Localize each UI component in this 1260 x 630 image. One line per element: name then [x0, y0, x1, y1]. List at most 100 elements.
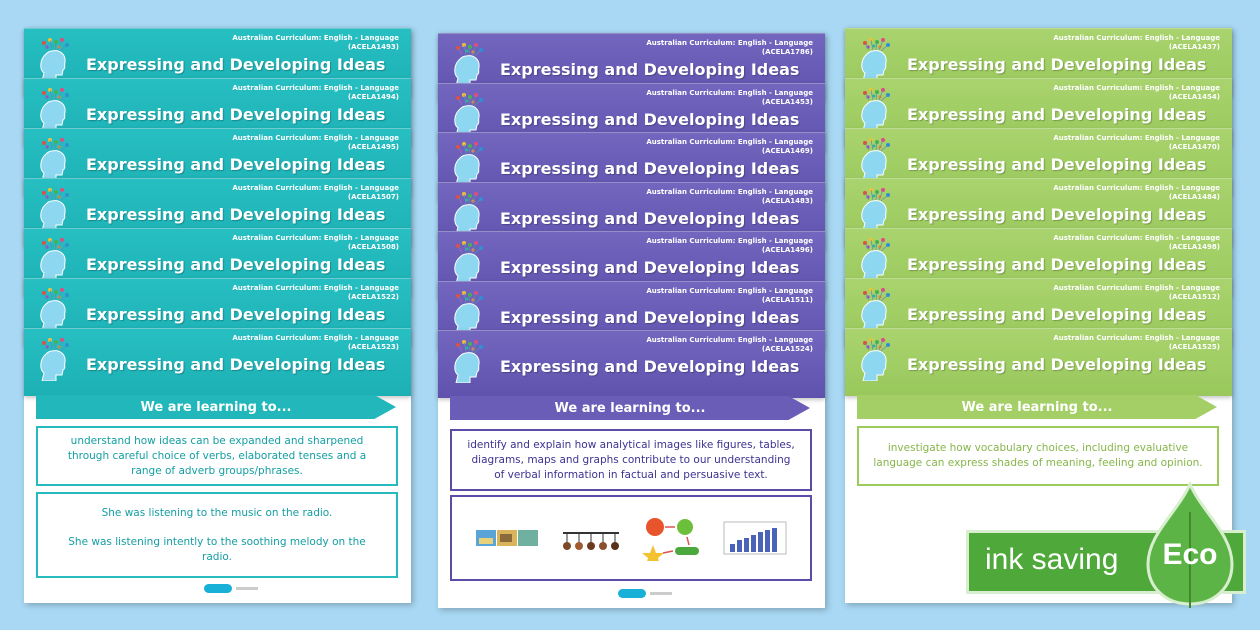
curriculum-code: (ACELA1484) — [1168, 193, 1220, 201]
curriculum-label: Australian Curriculum: English - Languag… — [646, 237, 813, 245]
strip-title: Expressing and Developing Ideas — [907, 205, 1207, 224]
strip-title: Expressing and Developing Ideas — [500, 209, 800, 228]
poster-teal: Australian Curriculum: English - Languag… — [24, 28, 411, 603]
curriculum-code: (ACELA1523) — [347, 343, 399, 351]
strip-title: Expressing and Developing Ideas — [86, 105, 386, 124]
head-profile-icon — [859, 187, 893, 231]
curriculum-code: (ACELA1524) — [761, 345, 813, 353]
strip-title: Expressing and Developing Ideas — [86, 305, 386, 324]
head-profile-icon — [38, 187, 72, 231]
curriculum-code: (ACELA1470) — [1168, 143, 1220, 151]
curriculum-label: Australian Curriculum: English - Languag… — [646, 89, 813, 97]
strip-title: Expressing and Developing Ideas — [500, 357, 800, 376]
curriculum-code: (ACELA1498) — [1168, 243, 1220, 251]
bar-chart-icon — [723, 521, 787, 555]
curriculum-code: (ACELA1437) — [1168, 43, 1220, 51]
strip-title: Expressing and Developing Ideas — [86, 155, 386, 174]
curriculum-label: Australian Curriculum: English - Languag… — [646, 188, 813, 196]
curriculum-label: Australian Curriculum: English - Languag… — [232, 134, 399, 142]
learning-objective: identify and explain how analytical imag… — [450, 429, 812, 491]
curriculum-label: Australian Curriculum: English - Languag… — [1053, 134, 1220, 142]
strip-title: Expressing and Developing Ideas — [907, 155, 1207, 174]
curriculum-label: Australian Curriculum: English - Languag… — [232, 84, 399, 92]
head-profile-icon — [859, 137, 893, 181]
curriculum-label: Australian Curriculum: English - Languag… — [646, 39, 813, 47]
poster-page: Australian Curriculum: English - Languag… — [438, 33, 825, 608]
curriculum-label: Australian Curriculum: English - Languag… — [1053, 184, 1220, 192]
curriculum-label: Australian Curriculum: English - Languag… — [232, 234, 399, 242]
strip-title: Expressing and Developing Ideas — [500, 110, 800, 129]
head-profile-icon — [859, 37, 893, 81]
curriculum-label: Australian Curriculum: English - Languag… — [1053, 234, 1220, 242]
curriculum-label: Australian Curriculum: English - Languag… — [646, 336, 813, 344]
head-profile-icon — [452, 240, 486, 284]
poster-green: Australian Curriculum: English - Languag… — [845, 28, 1232, 603]
curriculum-code: (ACELA1469) — [761, 147, 813, 155]
example-sentence: She was listening intently to the soothi… — [68, 535, 366, 563]
head-profile-icon — [38, 137, 72, 181]
curriculum-code: (ACELA1494) — [347, 93, 399, 101]
curriculum-label: Australian Curriculum: English - Languag… — [1053, 334, 1220, 342]
curriculum-code: (ACELA1512) — [1168, 293, 1220, 301]
poster-purple: Australian Curriculum: English - Languag… — [438, 33, 825, 608]
curriculum-code: (ACELA1507) — [347, 193, 399, 201]
curriculum-code: (ACELA1496) — [761, 246, 813, 254]
twinkl-logo-icon — [203, 584, 258, 593]
curriculum-code: (ACELA1511) — [761, 296, 813, 304]
title-strip: Australian Curriculum: English - Languag… — [438, 83, 825, 151]
title-strip: Australian Curriculum: English - Languag… — [24, 328, 411, 396]
strip-title: Expressing and Developing Ideas — [86, 205, 386, 224]
curriculum-label: Australian Curriculum: English - Languag… — [646, 287, 813, 295]
strip-title: Expressing and Developing Ideas — [500, 308, 800, 327]
ink-saving-label: ink saving — [985, 543, 1119, 576]
learning-banner: We are learning to... — [450, 396, 810, 420]
head-profile-icon — [38, 337, 72, 381]
strip-title: Expressing and Developing Ideas — [86, 355, 386, 374]
learning-objective: investigate how vocabulary choices, incl… — [857, 426, 1219, 486]
head-profile-icon — [859, 237, 893, 281]
head-profile-icon — [452, 290, 486, 334]
head-profile-icon — [452, 92, 486, 136]
curriculum-code: (ACELA1453) — [761, 98, 813, 106]
curriculum-label: Australian Curriculum: English - Languag… — [1053, 284, 1220, 292]
strip-title: Expressing and Developing Ideas — [500, 159, 800, 178]
poster-page: Australian Curriculum: English - Languag… — [845, 28, 1232, 603]
curriculum-code: (ACELA1525) — [1168, 343, 1220, 351]
strip-title: Expressing and Developing Ideas — [500, 258, 800, 277]
strip-title: Expressing and Developing Ideas — [907, 105, 1207, 124]
curriculum-code: (ACELA1454) — [1168, 93, 1220, 101]
leaf-drop-icon: Eco — [1142, 480, 1238, 610]
example-box: She was listening to the music on the ra… — [36, 492, 398, 578]
curriculum-label: Australian Curriculum: English - Languag… — [232, 184, 399, 192]
curriculum-label: Australian Curriculum: English - Languag… — [232, 34, 399, 42]
curriculum-code: (ACELA1493) — [347, 43, 399, 51]
head-profile-icon — [38, 87, 72, 131]
curriculum-label: Australian Curriculum: English - Languag… — [1053, 84, 1220, 92]
curriculum-label: Australian Curriculum: English - Languag… — [232, 284, 399, 292]
head-profile-icon — [38, 287, 72, 331]
head-profile-icon — [452, 42, 486, 86]
head-profile-icon — [38, 37, 72, 81]
curriculum-code: (ACELA1786) — [761, 48, 813, 56]
title-strip: Australian Curriculum: English - Languag… — [845, 328, 1232, 396]
curriculum-code: (ACELA1483) — [761, 197, 813, 205]
strip-title: Expressing and Developing Ideas — [907, 255, 1207, 274]
curriculum-code: (ACELA1522) — [347, 293, 399, 301]
learning-objective: understand how ideas can be expanded and… — [36, 426, 398, 486]
head-profile-icon — [452, 191, 486, 235]
eco-label: Eco — [1162, 538, 1218, 571]
strip-title: Expressing and Developing Ideas — [500, 60, 800, 79]
head-profile-icon — [38, 237, 72, 281]
poster-page: Australian Curriculum: English - Languag… — [24, 28, 411, 603]
title-strip: Australian Curriculum: English - Languag… — [438, 330, 825, 398]
curriculum-label: Australian Curriculum: English - Languag… — [1053, 34, 1220, 42]
curriculum-label: Australian Curriculum: English - Languag… — [646, 138, 813, 146]
timeline-icon — [562, 532, 619, 550]
strip-title: Expressing and Developing Ideas — [907, 305, 1207, 324]
head-profile-icon — [859, 337, 893, 381]
curriculum-code: (ACELA1495) — [347, 143, 399, 151]
strip-title: Expressing and Developing Ideas — [86, 255, 386, 274]
head-profile-icon — [859, 287, 893, 331]
curriculum-label: Australian Curriculum: English - Languag… — [232, 334, 399, 342]
strip-title: Expressing and Developing Ideas — [86, 55, 386, 74]
